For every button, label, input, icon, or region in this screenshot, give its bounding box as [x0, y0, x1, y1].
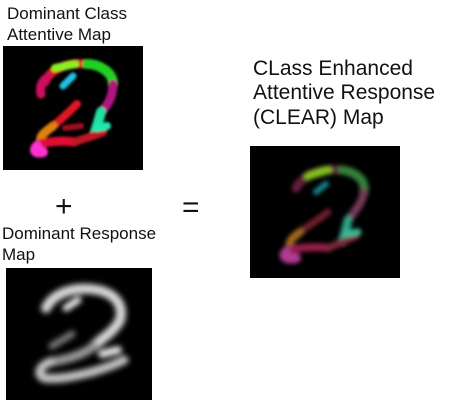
- dominant-response-map-image: [6, 268, 152, 400]
- equals-operator: =: [182, 191, 200, 224]
- clear-map-image: [250, 146, 400, 278]
- dominant-response-map-title-line2: Map: [2, 245, 36, 264]
- dominant-class-map-title-line1: Dominant Class: [7, 4, 127, 23]
- clear-map-title-line3: (CLEAR) Map: [253, 106, 384, 129]
- plus-operator: +: [55, 190, 73, 223]
- dominant-class-map-title-line2: Attentive Map: [7, 25, 111, 44]
- clear-map-title-line1: CLass Enhanced: [253, 57, 413, 80]
- dominant-class-map-image: [3, 46, 143, 170]
- clear-map-title-line2: Attentive Response: [253, 81, 436, 104]
- dominant-response-map-title-line1: Dominant Response: [2, 224, 157, 243]
